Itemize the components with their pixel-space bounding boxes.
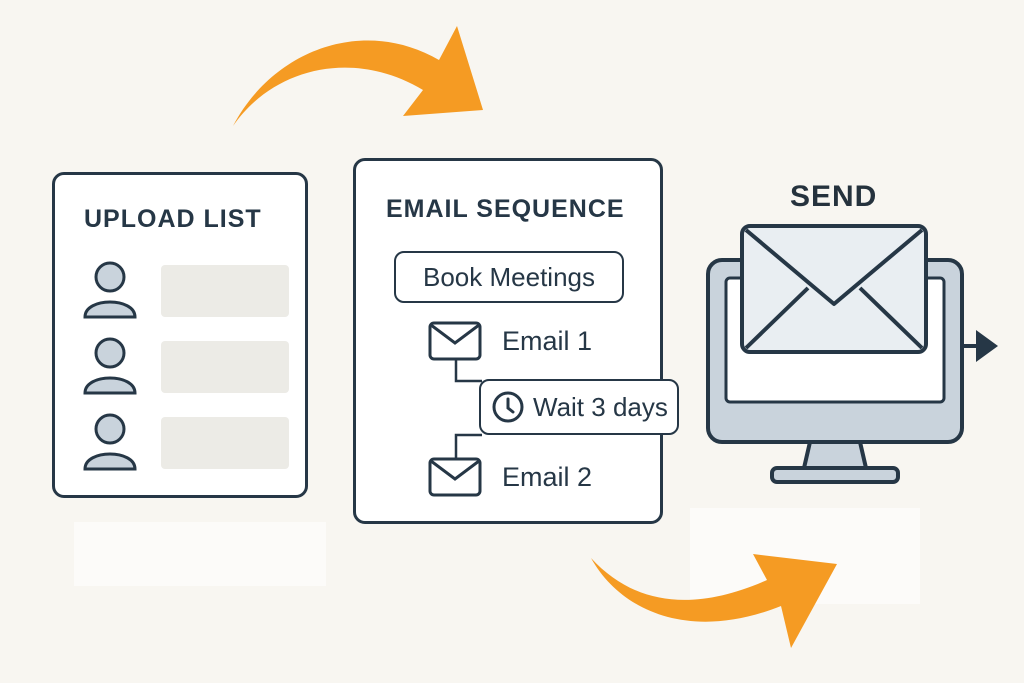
- email-sequence-title: EMAIL SEQUENCE: [386, 195, 625, 223]
- upload-list-card: UPLOAD LIST: [52, 172, 308, 498]
- upload-list-title: UPLOAD LIST: [84, 205, 262, 233]
- contact-placeholder: [161, 265, 289, 317]
- person-icon: [83, 261, 137, 319]
- contact-placeholder: [161, 341, 289, 393]
- flow-arrow-bottom-icon: [591, 554, 837, 648]
- contact-row: [81, 411, 291, 471]
- person-icon: [83, 413, 137, 471]
- blank-panel-left: [74, 522, 326, 586]
- email-step-1: Email 1: [428, 321, 592, 361]
- email-step-2: Email 2: [428, 457, 592, 497]
- person-icon: [83, 337, 137, 395]
- book-meetings-goal: Book Meetings: [394, 251, 624, 303]
- envelope-icon: [428, 457, 482, 497]
- clock-icon: [492, 391, 524, 423]
- email-step-label: Email 1: [502, 325, 593, 356]
- email-sequence-card: EMAIL SEQUENCE Book Meetings Email 1 Wai…: [353, 158, 679, 524]
- contact-row: [81, 335, 291, 395]
- send-title: SEND: [790, 180, 878, 213]
- envelope-icon: [740, 224, 928, 354]
- contact-row: [81, 259, 291, 319]
- email-step-label: Email 2: [502, 461, 593, 492]
- contact-placeholder: [161, 417, 289, 469]
- flow-arrow-top-icon: [233, 26, 483, 126]
- wait-step-label: Wait 3 days: [533, 391, 668, 422]
- envelope-icon: [428, 321, 482, 361]
- wait-step: Wait 3 days: [479, 379, 679, 435]
